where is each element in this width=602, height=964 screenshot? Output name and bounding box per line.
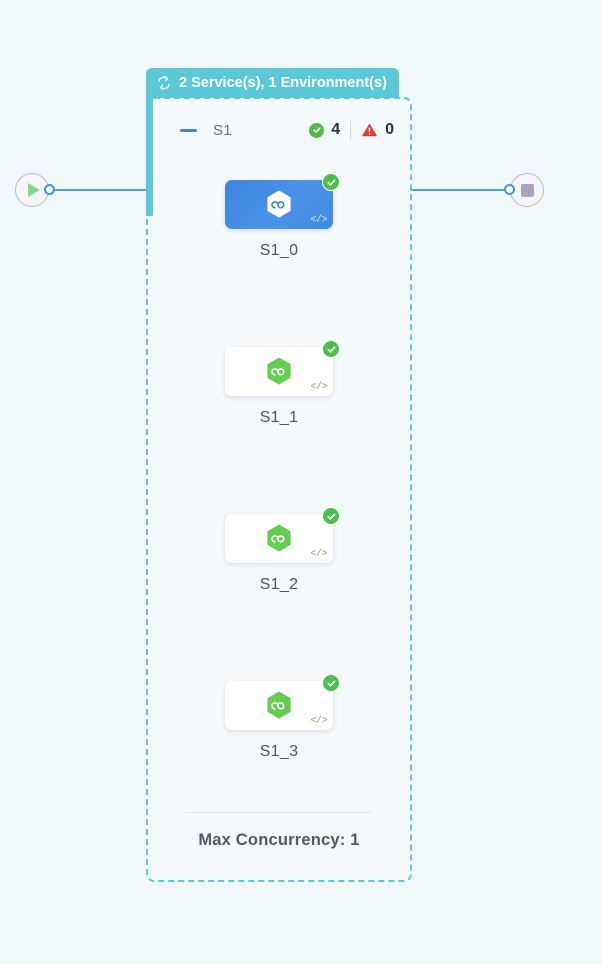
start-node[interactable] bbox=[15, 173, 49, 207]
hexagon-infinity-icon bbox=[267, 357, 291, 385]
cycle-icon bbox=[158, 76, 170, 90]
end-node-input-port[interactable] bbox=[504, 184, 515, 195]
minus-icon[interactable] bbox=[180, 128, 197, 132]
code-icon[interactable]: </> bbox=[310, 215, 327, 226]
status-counters: 4 0 bbox=[309, 120, 394, 140]
group-toolbar: S1 4 0 bbox=[146, 113, 412, 147]
service-node[interactable]: </> S1_3 bbox=[225, 674, 340, 761]
check-circle-icon bbox=[309, 122, 325, 138]
code-icon[interactable]: </> bbox=[310, 382, 327, 393]
group-name-label: S1 bbox=[213, 121, 232, 139]
start-node-output-port[interactable] bbox=[44, 184, 55, 195]
service-node-label: S1_1 bbox=[259, 409, 299, 426]
service-node[interactable]: </> S1_0 bbox=[225, 173, 340, 260]
hexagon-infinity-icon bbox=[267, 190, 291, 218]
hexagon-infinity-icon bbox=[267, 524, 291, 552]
error-count: 0 bbox=[385, 121, 394, 138]
edge-group-to-end bbox=[411, 189, 505, 191]
service-node-card[interactable]: </> bbox=[225, 674, 340, 730]
edge-start-to-group bbox=[54, 189, 146, 191]
service-node-label: S1_2 bbox=[259, 576, 299, 593]
service-node[interactable]: </> S1_2 bbox=[225, 507, 340, 594]
service-node-label: S1_0 bbox=[259, 242, 299, 259]
service-node-label: S1_3 bbox=[259, 743, 299, 760]
check-circle-icon bbox=[322, 340, 340, 358]
service-node[interactable]: </> S1_1 bbox=[225, 340, 340, 427]
check-circle-icon bbox=[322, 507, 340, 525]
group-header-label: 2 Service(s), 1 Environment(s) bbox=[179, 75, 387, 91]
group-footer: Max Concurrency: 1 bbox=[186, 812, 372, 850]
play-icon bbox=[28, 183, 40, 197]
warning-triangle-icon bbox=[361, 123, 378, 137]
service-node-card[interactable]: </> bbox=[225, 507, 340, 563]
footer-divider bbox=[186, 812, 372, 813]
check-circle-icon bbox=[322, 674, 340, 692]
check-circle-icon bbox=[322, 173, 340, 191]
stop-icon bbox=[520, 183, 534, 197]
max-concurrency-label: Max Concurrency: 1 bbox=[198, 831, 360, 849]
code-icon[interactable]: </> bbox=[310, 716, 327, 727]
group-accent-bar bbox=[146, 97, 153, 216]
code-icon[interactable]: </> bbox=[310, 549, 327, 560]
counter-divider bbox=[350, 120, 352, 140]
group-header-tab[interactable]: 2 Service(s), 1 Environment(s) bbox=[146, 68, 399, 98]
success-count: 4 bbox=[331, 121, 341, 138]
service-node-card[interactable]: </> bbox=[225, 340, 340, 396]
service-node-card[interactable]: </> bbox=[225, 173, 340, 229]
hexagon-infinity-icon bbox=[267, 691, 291, 719]
end-node[interactable] bbox=[510, 173, 544, 207]
